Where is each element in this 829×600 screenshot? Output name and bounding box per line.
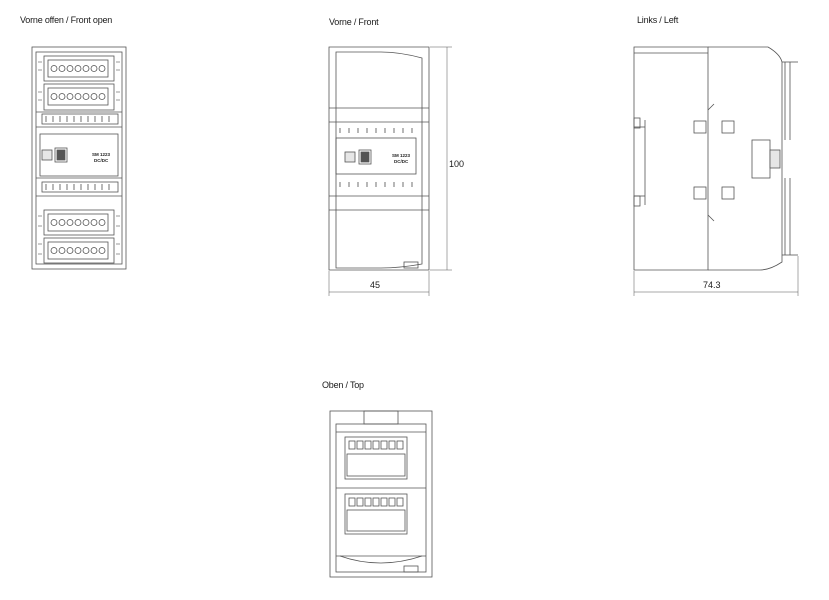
front-view: SM 1223 DC/DC — [328, 46, 452, 296]
module-type-front: DC/DC — [394, 159, 409, 164]
top-terminal-slots-1 — [348, 440, 404, 450]
top-view — [329, 410, 433, 578]
module-type-front-open: DC/DC — [94, 158, 109, 163]
terminal-circles-top-1 — [50, 65, 106, 72]
dimension-depth-label: 74.3 — [703, 280, 721, 290]
view-title-front: Vorne / Front — [329, 17, 379, 27]
module-model-front: SM 1223 — [392, 153, 411, 158]
view-title-front-open: Vorne offen / Front open — [20, 15, 113, 25]
view-title-left: Links / Left — [637, 15, 679, 25]
terminal-circles-bottom-2 — [50, 247, 106, 254]
view-title-top: Oben / Top — [322, 380, 364, 390]
dimension-front-width-label: 45 — [370, 280, 381, 290]
terminal-circles-top-2 — [50, 93, 106, 100]
module-model-front-open: SM 1223 — [92, 152, 111, 157]
top-terminal-slots-2 — [348, 497, 404, 507]
left-view — [633, 46, 799, 296]
terminal-circles-bottom-1 — [50, 219, 106, 226]
dimension-height-label: 100 — [449, 159, 465, 169]
front-open-view: SM 1223 DC/DC — [31, 46, 127, 270]
